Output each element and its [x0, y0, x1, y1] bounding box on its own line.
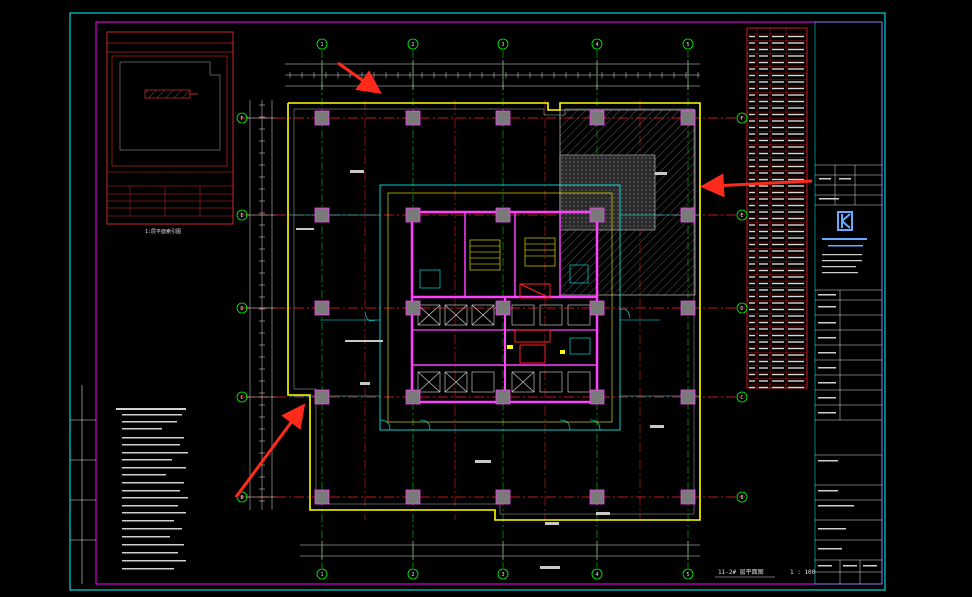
building-outline-inner: [293, 108, 695, 515]
svg-text:D: D: [740, 306, 743, 312]
axis-bubble-icon: 4: [591, 568, 603, 580]
title-block: [814, 21, 883, 585]
axis-bubble-icon: E: [736, 209, 748, 221]
axis-bubble-icon: D: [236, 302, 248, 314]
axis-bubble-icon: 5: [682, 38, 694, 50]
svg-text:4: 4: [595, 572, 598, 578]
key-plan-title: 1:层平面索引图: [145, 228, 181, 235]
axis-bubble-icon: 4: [591, 38, 603, 50]
svg-text:F: F: [740, 116, 743, 122]
column: [680, 489, 696, 505]
column: [495, 489, 511, 505]
column: [680, 300, 696, 316]
column: [405, 300, 421, 316]
column: [405, 489, 421, 505]
axis-bubble-icon: F: [236, 112, 248, 124]
axis-bubble-icon: E: [236, 209, 248, 221]
drawing-index-table: [746, 27, 808, 389]
column: [314, 207, 330, 223]
column: [495, 300, 511, 316]
svg-text:E: E: [240, 213, 243, 219]
axis-bubble-icon: 5: [682, 568, 694, 580]
column: [405, 389, 421, 405]
column: [589, 110, 605, 126]
column: [495, 389, 511, 405]
arrow-annotation-icon: [337, 61, 382, 94]
axis-bubble-icon: C: [736, 391, 748, 403]
svg-text:1: 1: [320, 42, 323, 48]
arrow-annotation-icon: [700, 173, 813, 198]
axis-bubble-icon: 3: [497, 38, 509, 50]
svg-text:3: 3: [501, 572, 504, 578]
svg-text:5: 5: [686, 572, 689, 578]
building-outline: [287, 102, 701, 521]
axis-bubble-icon: 2: [407, 568, 419, 580]
column: [314, 489, 330, 505]
svg-text:2: 2: [411, 42, 414, 48]
key-plan-box: 1:层平面索引图: [106, 31, 234, 235]
column: [405, 110, 421, 126]
column: [589, 300, 605, 316]
arrow-annotation-icon: [234, 403, 306, 498]
company-logo-icon: [822, 211, 867, 247]
structural-columns: [314, 110, 696, 505]
dimension-lines: [249, 63, 700, 557]
annotation-arrows: [234, 61, 813, 498]
column: [680, 207, 696, 223]
column: [589, 389, 605, 405]
drawing-title: 11-2# 层平面图: [718, 569, 764, 576]
general-notes-block: [116, 408, 188, 570]
drawing-title-group: 11-2# 层平面图 1 : 100: [715, 569, 816, 578]
svg-text:B: B: [740, 495, 743, 501]
axis-bubble-icon: D: [736, 302, 748, 314]
axis-bubble-icon: B: [736, 491, 748, 503]
terrace-hatch-area: [559, 109, 696, 296]
column: [314, 300, 330, 316]
column: [589, 207, 605, 223]
axis-bubble-icon: 1: [316, 568, 328, 580]
column: [314, 110, 330, 126]
axis-bubble-icon: F: [736, 112, 748, 124]
svg-text:2: 2: [411, 572, 414, 578]
column: [495, 207, 511, 223]
binding-strip-ticks: [70, 419, 96, 541]
svg-text:C: C: [740, 395, 743, 401]
axis-bubble-icon: 3: [497, 568, 509, 580]
svg-text:1: 1: [320, 572, 323, 578]
drawing-scale: 1 : 100: [790, 569, 816, 576]
axis-bubble-icon: 2: [407, 38, 419, 50]
annotation-labels: [296, 170, 667, 569]
svg-text:B: B: [240, 495, 243, 501]
column: [405, 207, 421, 223]
column: [495, 110, 511, 126]
svg-text:4: 4: [595, 42, 598, 48]
column: [680, 110, 696, 126]
column: [589, 489, 605, 505]
svg-text:D: D: [240, 306, 243, 312]
sheet-frame-outer: [69, 12, 886, 591]
svg-text:F: F: [240, 116, 243, 122]
column: [314, 389, 330, 405]
svg-text:C: C: [240, 395, 243, 401]
column: [680, 389, 696, 405]
svg-text:3: 3: [501, 42, 504, 48]
svg-text:E: E: [740, 213, 743, 219]
svg-text:5: 5: [686, 42, 689, 48]
axis-bubble-icon: 1: [316, 38, 328, 50]
axis-bubble-icon: C: [236, 391, 248, 403]
